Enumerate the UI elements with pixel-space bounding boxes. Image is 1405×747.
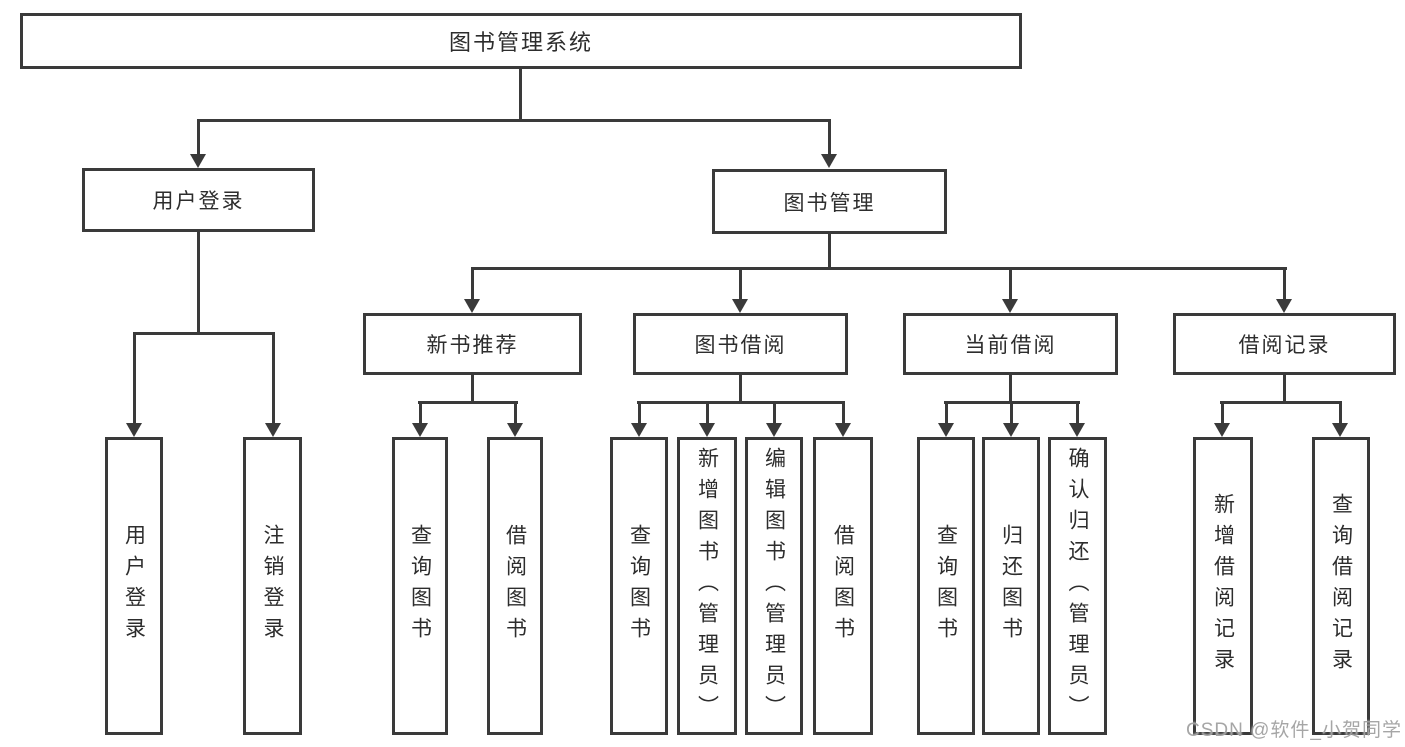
arrowhead-down-icon [126, 423, 142, 437]
connector-arrow-shaft [1076, 401, 1079, 424]
connector-stem [1283, 373, 1286, 404]
node-book-borrow: 图书借阅 [633, 313, 848, 375]
node-label: 图书借阅 [694, 334, 787, 357]
leaf-edit-book-admin: 编辑图书（管理员） [745, 437, 803, 735]
leaf-label: 借阅图书 [831, 524, 855, 648]
arrowhead-down-icon [1003, 423, 1019, 437]
arrowhead-down-icon [699, 423, 715, 437]
connector-arrow-shaft [638, 401, 641, 424]
connector-user-login-rail [133, 332, 275, 335]
leaf-label: 新增借阅记录 [1211, 493, 1235, 679]
leaf-return-book: 归还图书 [982, 437, 1040, 735]
arrowhead-down-icon [265, 423, 281, 437]
arrowhead-down-icon [938, 423, 954, 437]
connector-rail [1220, 401, 1342, 404]
connector-arrow-shaft [739, 267, 742, 301]
connector-arrow-shaft [133, 332, 136, 424]
connector-stem [739, 373, 742, 404]
arrowhead-down-icon [1276, 299, 1292, 313]
node-current-borrow: 当前借阅 [903, 313, 1118, 375]
arrowhead-down-icon [1002, 299, 1018, 313]
connector-arrow-shaft [1339, 401, 1342, 424]
connector-arrow-shaft [828, 119, 831, 156]
node-user-login: 用户登录 [82, 168, 315, 232]
leaf-label: 确认归还（管理员） [1066, 446, 1089, 726]
connector-arrow-shaft [1283, 267, 1286, 301]
node-borrow-records: 借阅记录 [1173, 313, 1396, 375]
connector-arrow-shaft [471, 267, 474, 301]
connector-arrow-shaft [945, 401, 948, 424]
leaf-label: 查询图书 [627, 524, 651, 648]
arrowhead-down-icon [412, 423, 428, 437]
node-label: 当前借阅 [964, 334, 1057, 357]
node-label: 图书管理 [783, 191, 876, 215]
arrowhead-down-icon [821, 154, 837, 168]
leaf-label: 编辑图书（管理员） [762, 446, 786, 726]
node-label: 新书推荐 [426, 334, 519, 357]
connector-arrow-shaft [842, 401, 845, 424]
arrowhead-down-icon [1332, 423, 1348, 437]
arrowhead-down-icon [766, 423, 782, 437]
node-new-book-recommend: 新书推荐 [363, 313, 582, 375]
leaf-add-book-admin: 新增图书（管理员） [677, 437, 737, 735]
leaf-label: 查询借阅记录 [1329, 493, 1353, 679]
connector-rail [418, 401, 518, 404]
leaf-label: 查询图书 [408, 524, 432, 648]
leaf-label: 查询图书 [934, 524, 958, 648]
csdn-watermark: CSDN @软件_小贺同学 [1186, 720, 1402, 741]
connector-stem [1009, 373, 1012, 404]
connector-arrow-shaft [197, 119, 200, 156]
connector-arrow-shaft [272, 332, 275, 424]
leaf-query-borrow-record: 查询借阅记录 [1312, 437, 1370, 735]
connector-arrow-shaft [1221, 401, 1224, 424]
arrowhead-down-icon [835, 423, 851, 437]
connector-book-mgmt-stem [828, 233, 831, 270]
connector-level2-rail [197, 119, 831, 122]
leaf-label: 新增图书（管理员） [695, 446, 719, 726]
connector-arrow-shaft [1009, 267, 1012, 301]
arrowhead-down-icon [464, 299, 480, 313]
arrowhead-down-icon [507, 423, 523, 437]
node-label: 借阅记录 [1238, 334, 1331, 357]
leaf-query-books-current: 查询图书 [917, 437, 975, 735]
leaf-label: 用户登录 [122, 524, 146, 648]
arrowhead-down-icon [1069, 423, 1085, 437]
leaf-borrow-books: 借阅图书 [813, 437, 873, 735]
connector-rail [637, 401, 845, 404]
leaf-label: 注销登录 [261, 524, 284, 648]
node-library-system: 图书管理系统 [20, 13, 1022, 69]
arrowhead-down-icon [190, 154, 206, 168]
connector-arrow-shaft [1010, 401, 1013, 424]
node-book-management: 图书管理 [712, 169, 947, 234]
leaf-label: 借阅图书 [503, 524, 527, 648]
connector-user-login-stem [197, 231, 200, 334]
leaf-logout: 注销登录 [243, 437, 302, 735]
leaf-query-books-borrow: 查询图书 [610, 437, 668, 735]
connector-arrow-shaft [419, 401, 422, 424]
node-label: 用户登录 [152, 190, 245, 213]
leaf-add-borrow-record: 新增借阅记录 [1193, 437, 1253, 735]
leaf-confirm-return-admin: 确认归还（管理员） [1048, 437, 1107, 735]
connector-level3-rail [471, 267, 1287, 270]
leaf-user-login: 用户登录 [105, 437, 163, 735]
leaf-label: 归还图书 [999, 524, 1023, 648]
node-label: 图书管理系统 [448, 30, 593, 55]
arrowhead-down-icon [1214, 423, 1230, 437]
leaf-borrow-books-recommend: 借阅图书 [487, 437, 543, 735]
connector-root-stem [519, 68, 522, 121]
arrowhead-down-icon [631, 423, 647, 437]
connector-arrow-shaft [773, 401, 776, 424]
leaf-query-books-recommend: 查询图书 [392, 437, 448, 735]
connector-stem [471, 373, 474, 404]
connector-arrow-shaft [514, 401, 517, 424]
connector-arrow-shaft [706, 401, 709, 424]
arrowhead-down-icon [732, 299, 748, 313]
